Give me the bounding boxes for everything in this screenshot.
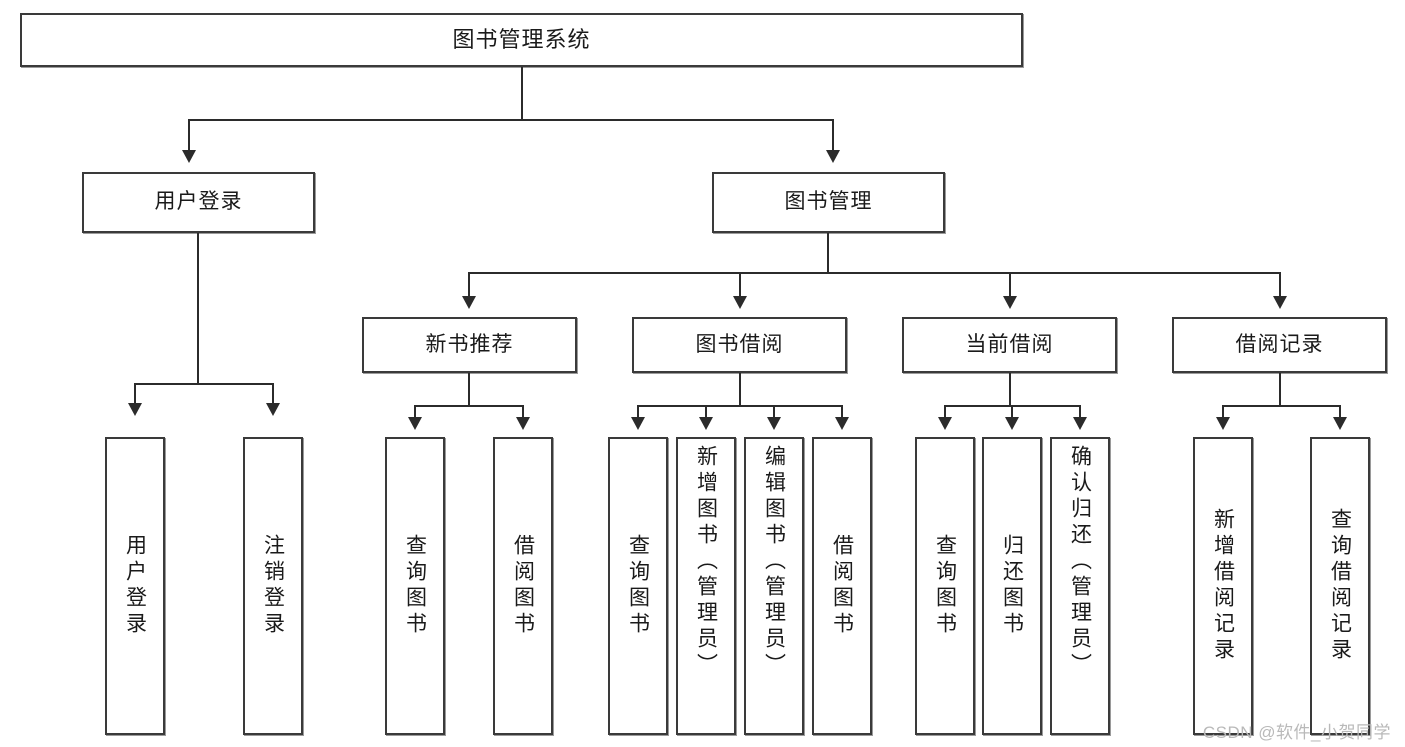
connector-user-login-b2 [272,383,274,405]
node-label: 新增图书（管理员） [694,445,718,679]
arrow-bb-b3 [767,417,781,430]
connector-br-stem [1279,373,1281,405]
node-user-login[interactable]: 用户登录 [82,172,315,233]
leaf-cb-confirm-return-admin[interactable]: 确认归还（管理员） [1050,437,1110,735]
connector-cb-stem [1009,373,1011,405]
node-label: 查询借阅记录 [1328,508,1352,664]
leaf-user-login-login[interactable]: 用户登录 [105,437,165,735]
arrow-bm-to-current-borrow [1003,296,1017,309]
connector-br-b1 [1222,405,1224,419]
leaf-user-login-logout[interactable]: 注销登录 [243,437,303,735]
leaf-bb-query-book[interactable]: 查询图书 [608,437,668,735]
node-label: 图书借阅 [695,332,784,356]
connector-bb-stem [739,373,741,405]
node-label: 新增借阅记录 [1211,508,1235,664]
arrow-nbr-b2 [516,417,530,430]
node-label: 用户登录 [123,534,147,638]
node-label: 借阅图书 [830,534,854,638]
node-label: 图书管理 [784,190,873,214]
node-borrow-record[interactable]: 借阅记录 [1172,317,1387,373]
connector-bb-b1 [637,405,639,419]
arrow-bb-b1 [631,417,645,430]
leaf-bb-edit-book-admin[interactable]: 编辑图书（管理员） [744,437,804,735]
connector-user-login-bus [134,383,272,385]
connector-user-login-b1 [134,383,136,405]
node-label: 当前借阅 [965,332,1054,356]
node-current-borrow[interactable]: 当前借阅 [902,317,1117,373]
arrow-user-login-b1 [128,403,142,416]
arrow-br-b1 [1216,417,1230,430]
arrow-bm-to-borrow-record [1273,296,1287,309]
connector-user-login-stem [197,233,199,383]
connector-cb-b3 [1079,405,1081,419]
node-label: 借阅记录 [1235,332,1324,356]
leaf-bb-borrow-book[interactable]: 借阅图书 [812,437,872,735]
connector-bb-b3 [773,405,775,419]
arrow-bb-b2 [699,417,713,430]
connector-cb-b2 [1011,405,1013,419]
node-label: 用户登录 [154,190,243,214]
node-label: 查询图书 [403,534,427,638]
connector-bm-to-book-borrow [739,272,741,298]
arrow-root-to-book-manage [826,150,840,163]
connector-bm-to-current-borrow [1009,272,1011,298]
connector-root-bus [188,119,833,121]
connector-bm-to-new-book [468,272,470,298]
node-label: 确认归还（管理员） [1068,445,1092,679]
connector-nbr-b2 [522,405,524,419]
connector-root-stem [521,67,523,119]
connector-nbr-bus [414,405,524,407]
leaf-br-query-record[interactable]: 查询借阅记录 [1310,437,1370,735]
arrow-cb-b3 [1073,417,1087,430]
arrow-user-login-b2 [266,403,280,416]
arrow-bm-to-new-book [462,296,476,309]
leaf-cb-return-book[interactable]: 归还图书 [982,437,1042,735]
leaf-br-add-record[interactable]: 新增借阅记录 [1193,437,1253,735]
connector-nbr-b1 [414,405,416,419]
node-label: 查询图书 [626,534,650,638]
connector-root-to-user-login [188,119,190,152]
node-book-borrow[interactable]: 图书借阅 [632,317,847,373]
connector-br-b2 [1339,405,1341,419]
leaf-nbr-borrow-book[interactable]: 借阅图书 [493,437,553,735]
leaf-cb-query-book[interactable]: 查询图书 [915,437,975,735]
connector-nbr-stem [468,373,470,405]
arrow-br-b2 [1333,417,1347,430]
node-label: 查询图书 [933,534,957,638]
arrow-bm-to-book-borrow [733,296,747,309]
node-label: 归还图书 [1000,534,1024,638]
connector-bb-bus [637,405,842,407]
arrow-cb-b2 [1005,417,1019,430]
node-label: 图书管理系统 [452,27,591,53]
node-book-management[interactable]: 图书管理 [712,172,945,233]
connector-bb-b2 [705,405,707,419]
node-label: 编辑图书（管理员） [762,445,786,679]
connector-root-to-book-manage [832,119,834,152]
node-label: 注销登录 [261,534,285,638]
arrow-cb-b1 [938,417,952,430]
node-label: 新书推荐 [425,332,514,356]
node-label: 借阅图书 [511,534,535,638]
arrow-root-to-user-login [182,150,196,163]
connector-br-bus [1222,405,1341,407]
leaf-bb-add-book-admin[interactable]: 新增图书（管理员） [676,437,736,735]
arrow-nbr-b1 [408,417,422,430]
leaf-nbr-query-book[interactable]: 查询图书 [385,437,445,735]
connector-bm-to-borrow-record [1279,272,1281,298]
connector-cb-b1 [944,405,946,419]
connector-bb-b4 [841,405,843,419]
connector-book-manage-stem [827,233,829,272]
node-root-system[interactable]: 图书管理系统 [20,13,1023,67]
arrow-bb-b4 [835,417,849,430]
connector-book-manage-bus [468,272,1280,274]
node-new-book-recommend[interactable]: 新书推荐 [362,317,577,373]
